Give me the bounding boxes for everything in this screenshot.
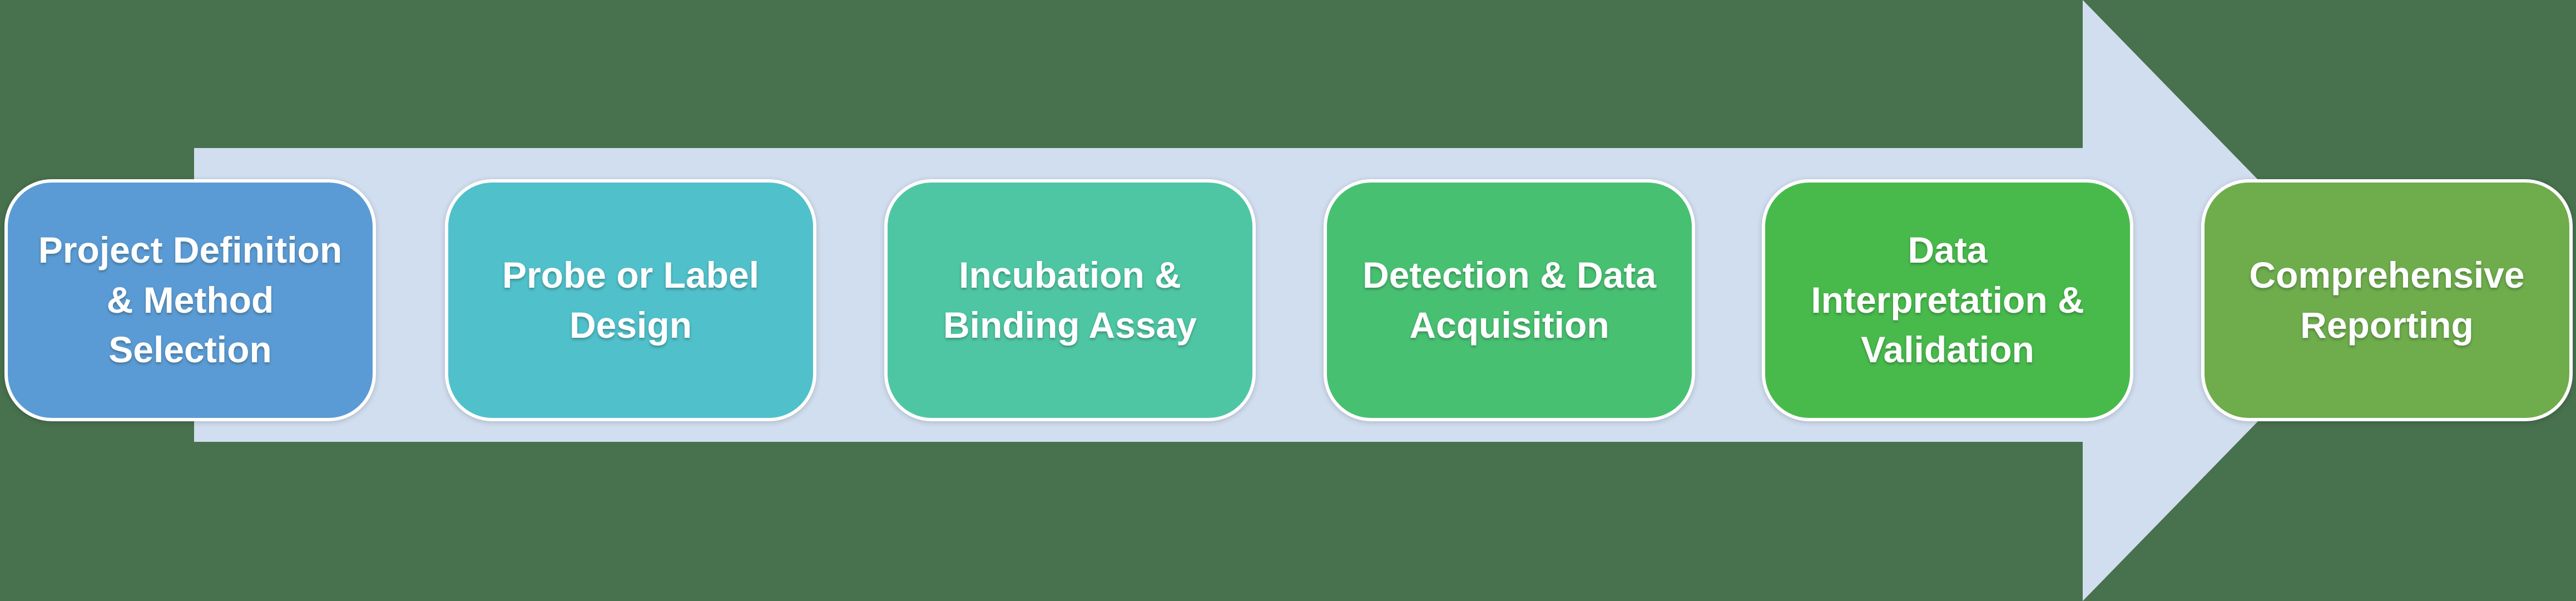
step-comprehensive-reporting: Comprehensive Reporting: [2201, 179, 2573, 421]
step-label: Project Definition & Method Selection: [38, 229, 343, 371]
step-probe-or-label-design: Probe or Label Design: [445, 179, 816, 421]
step-data-interpretation-validation: Data Interpretation & Validation: [1762, 179, 2133, 421]
step-label: Data Interpretation & Validation: [1811, 229, 2084, 371]
step-label: Detection & Data Acquisition: [1362, 254, 1657, 346]
step-label: Incubation & Binding Assay: [943, 254, 1197, 346]
step-label: Probe or Label Design: [502, 254, 760, 346]
step-incubation-binding-assay: Incubation & Binding Assay: [884, 179, 1256, 421]
step-label: Comprehensive Reporting: [2249, 254, 2525, 346]
step-project-definition-method-selection: Project Definition & Method Selection: [4, 179, 376, 421]
step-detection-data-acquisition: Detection & Data Acquisition: [1324, 179, 1695, 421]
